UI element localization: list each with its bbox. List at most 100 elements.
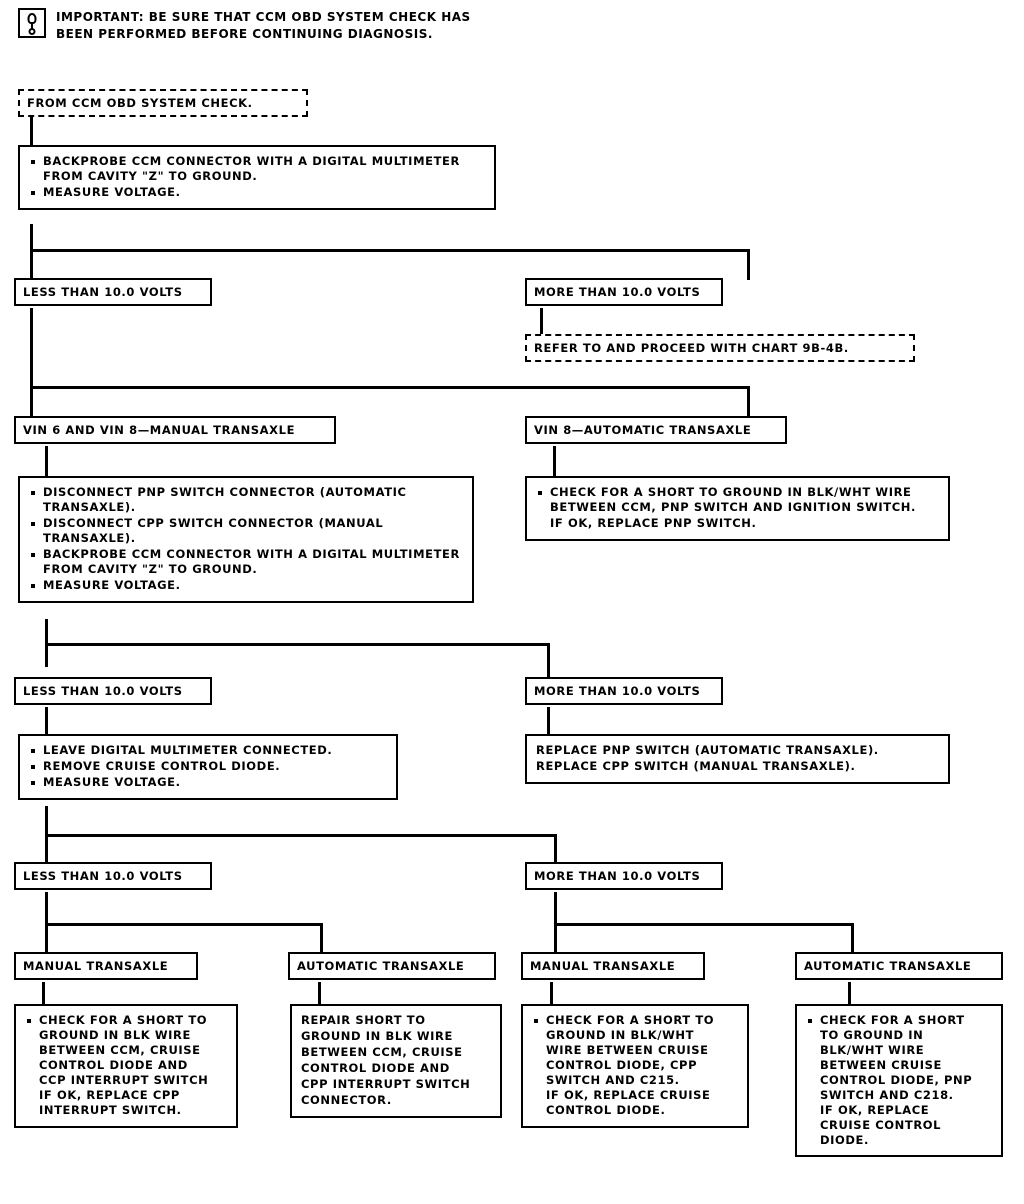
connector-vin-auto-to-step2right [553,446,556,478]
list-item: LEAVE DIGITAL MULTIMETER CONNECTED. [29,743,387,758]
node-step2-left[interactable]: DISCONNECT PNP SWITCH CONNECTOR (AUTOMAT… [18,476,474,603]
connector-bus-5-left-drop [320,923,323,954]
node-auto1-label: AUTOMATIC TRANSAXLE [297,959,465,973]
connector-more2-to-step3right [547,707,550,736]
connector-bus-3-right-drop [547,643,550,679]
node-step2-right[interactable]: CHECK FOR A SHORT TO GROUND IN BLK/WHT W… [525,476,950,541]
connector-bus-1-left-drop [30,249,33,280]
connector-more1-to-refer [540,308,543,336]
list-item: CHECK FOR A SHORT TO GROUND IN BLK WIRE … [25,1013,227,1118]
connector-vin-manual-to-step2 [45,446,48,478]
text-line: GROUND IN BLK/WHT [546,1027,695,1042]
node-refer-label: REFER TO AND PROCEED WITH CHART 9B-4B. [534,341,849,355]
list-item: REMOVE CRUISE CONTROL DIODE. [29,759,387,774]
lightbulb-stem [31,23,33,29]
text-line: GROUND IN BLK WIRE [39,1027,191,1042]
important-note-text: IMPORTANT: BE SURE THAT CCM OBD SYSTEM C… [56,8,471,42]
node-manual-transaxle-1[interactable]: MANUAL TRANSAXLE [14,952,198,980]
node-vin-auto-label: VIN 8—AUTOMATIC TRANSAXLE [534,423,752,437]
node-more-than-volts-3[interactable]: MORE THAN 10.0 VOLTS [525,862,723,890]
text-line: CONTROL DIODE, CPP [546,1057,698,1072]
connector-manual2-to-result3 [550,982,553,1004]
text-line: CONTROL DIODE. [546,1102,666,1117]
node-entry[interactable]: FROM CCM OBD SYSTEM CHECK. [18,89,308,117]
node-less-than-volts-2[interactable]: LESS THAN 10.0 VOLTS [14,677,212,705]
list-item: MEASURE VOLTAGE. [29,185,485,200]
node-manual-transaxle-2[interactable]: MANUAL TRANSAXLE [521,952,705,980]
node-more-than-volts-2[interactable]: MORE THAN 10.0 VOLTS [525,677,723,705]
node-entry-label: FROM CCM OBD SYSTEM CHECK. [27,96,253,110]
text-line: GROUND IN BLK WIRE [301,1028,453,1043]
text-line: DIODE. [820,1132,869,1147]
list-item: CHECK FOR A SHORT TO GROUND IN BLK/WHT W… [806,1013,992,1147]
node-manual2-label: MANUAL TRANSAXLE [530,959,676,973]
node-automatic-transaxle-1[interactable]: AUTOMATIC TRANSAXLE [288,952,496,980]
connector-auto2-to-result4 [848,982,851,1004]
node-less-than-volts-3[interactable]: LESS THAN 10.0 VOLTS [14,862,212,890]
node-less2-label: LESS THAN 10.0 VOLTS [23,684,183,698]
node-more2-label: MORE THAN 10.0 VOLTS [534,684,701,698]
node-result-4-list: CHECK FOR A SHORT TO GROUND IN BLK/WHT W… [806,1013,992,1147]
text-line: IF OK, REPLACE [820,1102,930,1117]
list-item: CHECK FOR A SHORT TO GROUND IN BLK/WHT W… [536,485,939,515]
list-item: MEASURE VOLTAGE. [29,578,463,593]
node-automatic-transaxle-2[interactable]: AUTOMATIC TRANSAXLE [795,952,1003,980]
connector-bus-3 [45,643,550,646]
node-step3-right[interactable]: REPLACE PNP SWITCH (AUTOMATIC TRANSAXLE)… [525,734,950,784]
node-result-3[interactable]: CHECK FOR A SHORT TO GROUND IN BLK/WHT W… [521,1004,749,1128]
lightbulb-base [28,28,36,35]
node-step3-left-list: LEAVE DIGITAL MULTIMETER CONNECTED. REMO… [29,743,387,790]
node-result-1[interactable]: CHECK FOR A SHORT TO GROUND IN BLK WIRE … [14,1004,238,1128]
text-line: CHECK FOR A SHORT [820,1013,965,1027]
node-step2-left-list: DISCONNECT PNP SWITCH CONNECTOR (AUTOMAT… [29,485,463,593]
node-more3-label: MORE THAN 10.0 VOLTS [534,869,701,883]
node-more-than-volts-1[interactable]: MORE THAN 10.0 VOLTS [525,278,723,306]
connector-bus-4-right-drop [554,834,557,862]
text-line: CRUISE CONTROL [820,1117,942,1132]
text-line: CCP INTERRUPT SWITCH [39,1072,209,1087]
text-line: REPAIR SHORT TO [301,1013,426,1027]
text-line: BETWEEN CCM, CRUISE [301,1044,463,1059]
node-step1-list: BACKPROBE CCM CONNECTOR WITH A DIGITAL M… [29,154,485,200]
text-line: CPP INTERRUPT SWITCH [301,1076,471,1091]
node-manual1-label: MANUAL TRANSAXLE [23,959,169,973]
connector-step1-down [30,224,33,251]
connector-bus-1 [30,249,750,252]
list-item: BACKPROBE CCM CONNECTOR WITH A DIGITAL M… [29,154,485,184]
connector-bus-5-left [45,923,323,926]
list-item: MEASURE VOLTAGE. [29,775,387,790]
connector-bus-2-left-drop [30,386,33,416]
connector-bus-5-right-drop [851,923,854,954]
node-refer-to-chart[interactable]: REFER TO AND PROCEED WITH CHART 9B-4B. [525,334,915,362]
connector-auto1-to-result2 [318,982,321,1004]
connector-less2-to-step3 [45,707,48,736]
text-line: BETWEEN CCM, CRUISE [39,1042,201,1057]
node-result-3-list: CHECK FOR A SHORT TO GROUND IN BLK/WHT W… [532,1013,738,1118]
important-note: IMPORTANT: BE SURE THAT CCM OBD SYSTEM C… [18,8,658,42]
node-result-4[interactable]: CHECK FOR A SHORT TO GROUND IN BLK/WHT W… [795,1004,1003,1158]
node-step1[interactable]: BACKPROBE CCM CONNECTOR WITH A DIGITAL M… [18,145,496,210]
node-less-than-volts-1[interactable]: LESS THAN 10.0 VOLTS [14,278,212,306]
node-vin-manual-transaxle[interactable]: VIN 6 AND VIN 8—MANUAL TRANSAXLE [14,416,336,444]
node-result-2[interactable]: REPAIR SHORT TO GROUND IN BLK WIRE BETWE… [290,1004,502,1118]
text-line: TO GROUND IN [820,1027,924,1042]
node-step2-right-list: CHECK FOR A SHORT TO GROUND IN BLK/WHT W… [536,485,939,531]
connector-manual1-to-result1 [42,982,45,1004]
connector-less1-down [30,308,33,388]
connector-bus-2 [30,386,750,389]
text-line: BETWEEN CRUISE [820,1057,942,1072]
list-item: BACKPROBE CCM CONNECTOR WITH A DIGITAL M… [29,547,463,577]
text-line: SWITCH AND C215. [546,1072,680,1087]
important-note-line-1: IMPORTANT: BE SURE THAT CCM OBD SYSTEM C… [56,10,471,24]
list-item: IF OK, REPLACE PNP SWITCH. [550,515,757,530]
node-auto2-label: AUTOMATIC TRANSAXLE [804,959,972,973]
node-result-2-lines: REPAIR SHORT TO GROUND IN BLK WIRE BETWE… [301,1013,491,1108]
text-line: CONTROL DIODE, PNP [820,1072,973,1087]
node-step3-left[interactable]: LEAVE DIGITAL MULTIMETER CONNECTED. REMO… [18,734,398,800]
text-line: CONNECTOR. [301,1092,392,1107]
node-result-1-list: CHECK FOR A SHORT TO GROUND IN BLK WIRE … [25,1013,227,1118]
node-more1-label: MORE THAN 10.0 VOLTS [534,285,701,299]
connector-bus-1-right-drop [747,249,750,280]
node-vin-automatic-transaxle[interactable]: VIN 8—AUTOMATIC TRANSAXLE [525,416,787,444]
important-note-line-2: BEEN PERFORMED BEFORE CONTINUING DIAGNOS… [56,26,433,41]
